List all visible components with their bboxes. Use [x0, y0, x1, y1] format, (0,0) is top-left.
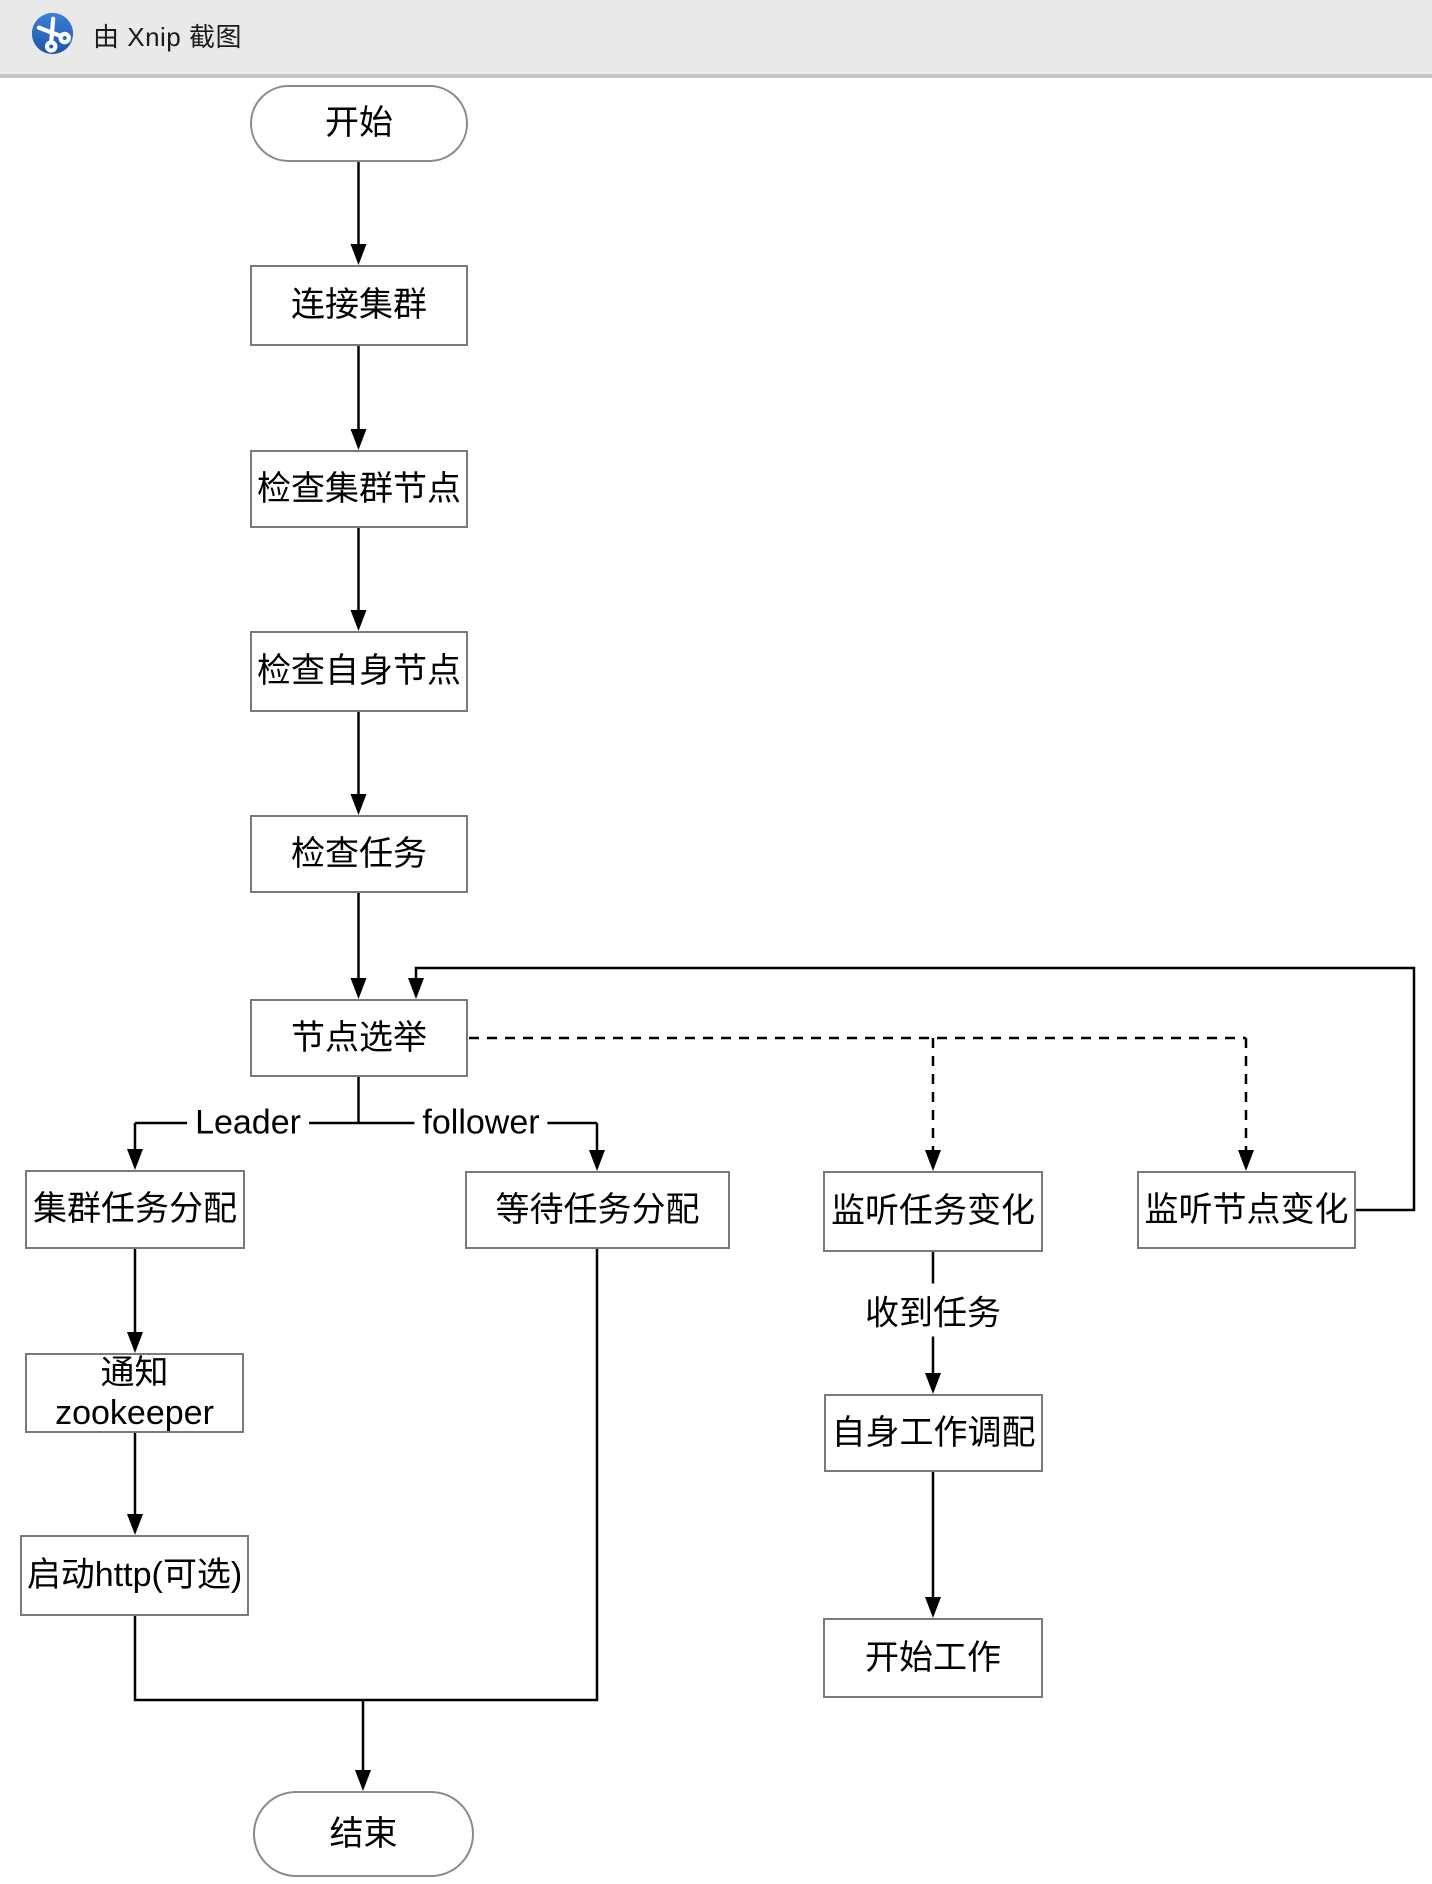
arrowhead [925, 1373, 941, 1394]
node-start-http: 启动http(可选) [20, 1535, 249, 1616]
edge-label-leader: Leader [187, 1101, 309, 1145]
arrowhead [350, 610, 367, 631]
node-label: 通知 zookeeper [55, 1353, 214, 1432]
node-notify-zookeeper: 通知 zookeeper [25, 1353, 244, 1433]
node-start-work: 开始工作 [823, 1618, 1043, 1698]
xnip-scissors-icon [30, 11, 75, 56]
node-label: 结束 [329, 1814, 398, 1853]
node-check-tasks: 检查任务 [250, 815, 468, 893]
dashed-edges [469, 1036, 1248, 1150]
node-label: 检查自身节点 [257, 652, 461, 691]
arrowhead [350, 244, 367, 265]
node-watch-task-changes: 监听任务变化 [823, 1171, 1043, 1252]
node-label: 自身工作调配 [831, 1413, 1036, 1452]
arrowhead [127, 1149, 143, 1170]
arrowhead [350, 978, 367, 999]
arrowhead [1238, 1150, 1254, 1171]
arrowhead [350, 429, 367, 450]
node-label: 开始工作 [865, 1638, 1001, 1677]
edge-label-follower: follower [414, 1101, 548, 1145]
arrowheads [127, 244, 1254, 1791]
arrowhead [589, 1150, 605, 1171]
node-label: 启动http(可选) [26, 1556, 243, 1595]
arrowhead [127, 1514, 143, 1535]
node-label: 监听节点变化 [1144, 1190, 1349, 1229]
xnip-watermark-bar: 由 Xnip 截图 [0, 0, 1432, 78]
node-label: 集群任务分配 [33, 1190, 237, 1229]
edge-merge-end [133, 1249, 599, 1770]
node-label: 监听任务变化 [831, 1192, 1035, 1231]
arrowhead [925, 1150, 941, 1171]
node-wait-task-assign: 等待任务分配 [465, 1171, 730, 1249]
watermark-text: 由 Xnip 截图 [93, 22, 242, 52]
arrowhead [350, 794, 367, 815]
node-end: 结束 [253, 1791, 474, 1877]
arrowhead [355, 1770, 371, 1791]
node-label: 检查任务 [291, 834, 427, 873]
node-label: 等待任务分配 [495, 1190, 700, 1229]
node-check-own-node: 检查自身节点 [250, 631, 468, 712]
arrowhead [408, 978, 424, 999]
node-label: 开始 [325, 104, 393, 143]
node-label: 检查集群节点 [257, 469, 461, 508]
node-self-work-allocate: 自身工作调配 [824, 1394, 1043, 1472]
node-start: 开始 [250, 85, 468, 162]
node-election: 节点选举 [250, 999, 468, 1077]
arrowhead [925, 1597, 941, 1618]
node-connect-cluster: 连接集群 [250, 265, 468, 346]
edge-label-task-received: 收到任务 [857, 1283, 1009, 1337]
node-check-cluster-nodes: 检查集群节点 [250, 450, 468, 528]
node-label: 节点选举 [291, 1018, 427, 1057]
solid-edges [133, 162, 1416, 1770]
arrowhead [127, 1332, 143, 1353]
node-cluster-task-assign: 集群任务分配 [25, 1170, 245, 1249]
node-label: 连接集群 [291, 286, 427, 325]
edge-watchnodes-election-feedback [414, 966, 1416, 1212]
node-watch-node-changes: 监听节点变化 [1137, 1171, 1356, 1249]
